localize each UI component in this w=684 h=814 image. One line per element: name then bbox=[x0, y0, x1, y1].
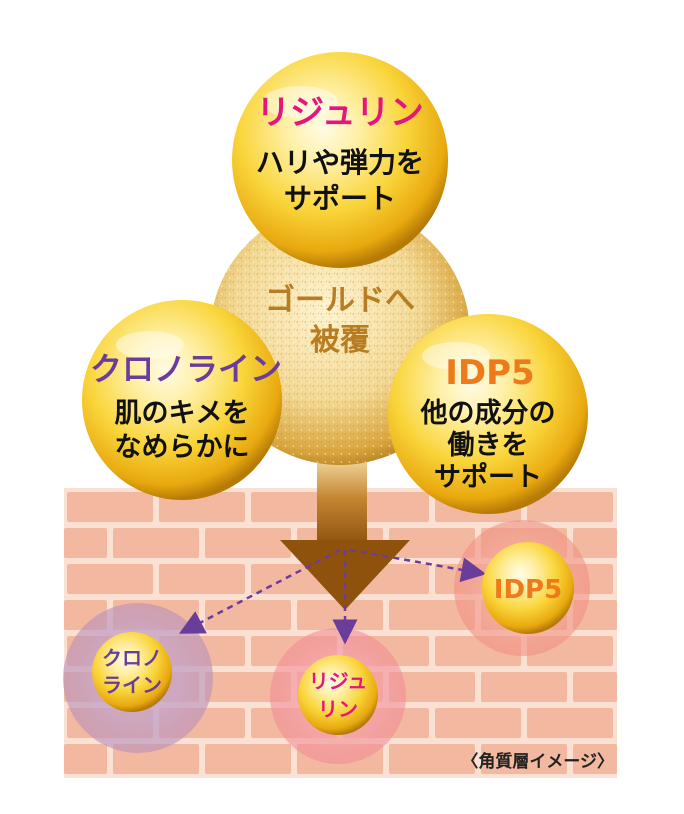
skin-brick bbox=[573, 672, 617, 702]
skin-center-line1: リジュ bbox=[309, 669, 368, 693]
skin-brick bbox=[205, 528, 291, 558]
left-line1: 肌のキメを bbox=[115, 398, 250, 429]
right-sphere: IDP5 他の成分の 働きを サポート bbox=[388, 314, 588, 514]
skin-brick bbox=[435, 708, 521, 738]
top-line1: ハリや弾力を bbox=[256, 146, 424, 179]
skin-brick bbox=[64, 744, 107, 774]
skin-brick bbox=[389, 672, 475, 702]
skin-brick bbox=[389, 528, 475, 558]
skin-brick bbox=[205, 744, 291, 774]
right-line2: 働きを bbox=[448, 430, 529, 461]
skin-brick bbox=[113, 528, 199, 558]
skin-brick bbox=[205, 600, 291, 630]
skin-center-line2: リン bbox=[318, 697, 358, 721]
skin-brick bbox=[67, 564, 153, 594]
right-line3: サポート bbox=[434, 462, 542, 493]
skin-brick bbox=[389, 744, 475, 774]
left-title: クロノライン bbox=[90, 350, 282, 388]
skin-brick bbox=[297, 600, 383, 630]
skin-left-line2: ライン bbox=[102, 673, 162, 697]
dashed-arrow-right bbox=[349, 548, 487, 583]
skin-brick bbox=[481, 672, 567, 702]
right-line1: 他の成分の bbox=[420, 398, 556, 429]
skin-brick bbox=[481, 744, 567, 774]
skin-sphere-left: クロノ ライン bbox=[92, 632, 172, 712]
dashed-arrows bbox=[178, 548, 487, 645]
skin-brick bbox=[573, 528, 617, 558]
skin-brick bbox=[64, 528, 107, 558]
skin-brick bbox=[67, 492, 153, 522]
caption: 〈角質層イメージ〉 bbox=[461, 751, 614, 772]
right-title: IDP5 bbox=[445, 353, 534, 393]
top-line2: サポート bbox=[284, 182, 396, 215]
skin-brick bbox=[573, 744, 617, 774]
skin-brick bbox=[205, 672, 291, 702]
skin-brick bbox=[389, 600, 475, 630]
skin-brick bbox=[527, 492, 613, 522]
left-line2: なめらかに bbox=[115, 432, 250, 463]
left-sphere: クロノライン 肌のキメを なめらかに bbox=[82, 300, 282, 500]
center-line1: ゴールドへ bbox=[265, 283, 415, 318]
skin-left-line1: クロノ bbox=[102, 646, 162, 670]
skin-brick bbox=[527, 708, 613, 738]
skin-sphere-right: IDP5 bbox=[482, 542, 574, 634]
skin-right-label: IDP5 bbox=[494, 575, 562, 605]
top-title: リジュリン bbox=[256, 93, 424, 133]
skin-sphere-center: リジュ リン bbox=[298, 655, 378, 735]
center-line2: 被覆 bbox=[310, 323, 370, 358]
skin-brick bbox=[159, 564, 245, 594]
skin-brick bbox=[251, 492, 337, 522]
top-sphere: リジュリン ハリや弾力を サポート bbox=[232, 52, 448, 268]
